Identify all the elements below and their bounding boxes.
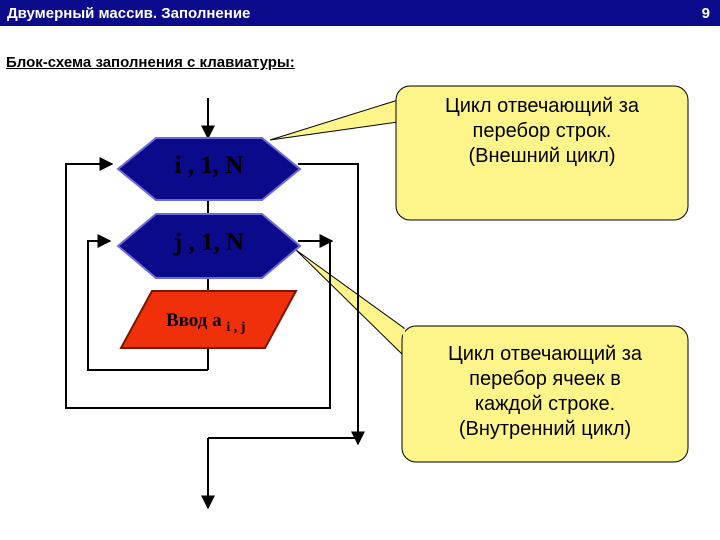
input-parallelogram	[119, 290, 298, 349]
inner-callout-text: Цикл отвечающий за перебор ячеек в каждо…	[404, 342, 686, 442]
inner-loop-hexagon	[116, 213, 302, 279]
outer-callout-box	[395, 85, 689, 221]
outer-callout-line: перебор строк.	[472, 120, 612, 142]
title-bar: Двумерный массив. Заполнение 9	[0, 0, 720, 26]
outer-loop-label: i , 1, N	[174, 152, 244, 179]
inner-callout-line: каждой строке.	[474, 393, 616, 415]
outer-callout-line: Цикл отвечающий за	[444, 95, 640, 117]
input-label-subscript: i , j	[226, 320, 246, 335]
page-number: 9	[701, 5, 710, 22]
inner-loop-return	[87, 234, 208, 371]
section-heading: Блок-схема заполнения с клавиатуры:	[6, 54, 295, 71]
input-label-main: Ввод a	[166, 310, 222, 331]
inner-callout-line: Цикл отвечающий за	[447, 343, 643, 365]
inner-callout-box	[401, 325, 689, 463]
outer-loop-hexagon	[116, 137, 302, 201]
outer-callout-text: Цикл отвечающий за перебор строк. (Внешн…	[398, 94, 686, 169]
input-label: Ввод a i , j	[166, 310, 246, 335]
inner-callout-line: (Внутренний цикл)	[458, 418, 632, 440]
inner-loop-label: j , 1, N	[173, 229, 245, 256]
outer-callout-pointer	[269, 99, 399, 141]
inner-callout-line: перебор ячеек в	[469, 368, 621, 390]
slide-title: Двумерный массив. Заполнение	[7, 5, 251, 22]
inner-callout-pointer	[295, 249, 405, 358]
outer-callout-line: (Внешний цикл)	[468, 145, 616, 167]
